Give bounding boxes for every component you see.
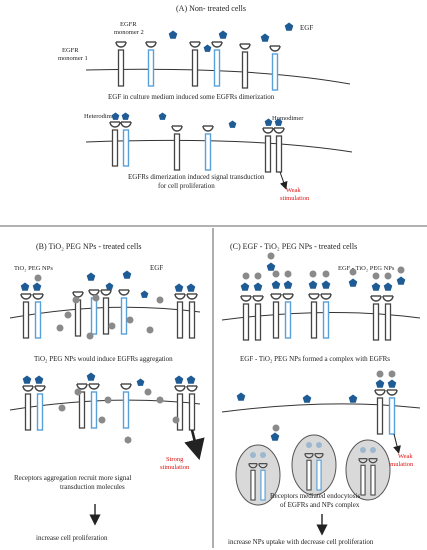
panel-c-caption-1: EGF - TiO₂ PEG NPs formed a complex with… (240, 355, 390, 363)
egfr-receptor (239, 43, 251, 89)
strong-stimulation-label: Strong (166, 456, 184, 463)
cell-membrane (85, 68, 351, 85)
panel-b: (B) TiO₂ PEG NPs - treated cells TiO₂ PE… (9, 242, 205, 542)
weak-stimulation-label: stimulation (280, 195, 310, 202)
receptor-pair (20, 282, 44, 339)
signal-arrow (393, 433, 401, 454)
signal-arrow (279, 171, 288, 190)
egf-ligand (105, 282, 114, 290)
egf-ligand (158, 112, 167, 120)
panel-b-caption-1: TiO₂ PEG NPs would induce EGFRs aggregat… (34, 355, 173, 363)
egf-label: EGF (300, 24, 313, 32)
strong-stimulation-label: stimulation (160, 464, 190, 471)
weak-stimulation-label: Weak (398, 453, 413, 460)
panel-b-title: (B) TiO₂ PEG NPs - treated cells (36, 242, 141, 251)
egf-ligand (86, 272, 96, 281)
receptor-pair (240, 295, 264, 341)
signal-arrow (184, 429, 205, 461)
homodimer (262, 118, 285, 173)
egf-ligand (168, 30, 178, 39)
egf-ligand (218, 30, 228, 39)
panel-a-caption-1: EGF in culture medium induced some EGFRs… (108, 93, 275, 101)
egf-ligand (228, 120, 237, 128)
egf-ligand (284, 22, 294, 31)
egfr-monomer-1-label: EGFR (62, 47, 79, 54)
panel-b-caption-2: transduction molecules (60, 483, 125, 491)
egfr-receptor (171, 125, 183, 171)
panel-c-title: (C) EGF - TiO₂ PEG NPs - treated cells (230, 242, 357, 251)
receptor-pair (88, 289, 112, 335)
receptor-pair (270, 293, 294, 339)
panel-a-caption-2: for cell proliferation (158, 182, 215, 190)
egf-ligand (140, 290, 149, 298)
tio2-np-label: TiO₂ PEG NPs (14, 265, 53, 272)
egfr-receptor (211, 41, 223, 87)
endocytic-vesicles (235, 434, 391, 506)
tio2-nanoparticle (272, 424, 280, 432)
heterodimer (109, 112, 132, 167)
egfr-receptor (118, 289, 130, 335)
panel-c-caption-2: Receptors mediated endocytosis (270, 492, 360, 500)
cell-membrane (221, 403, 421, 413)
egf-label: EGF (150, 264, 163, 272)
egf-ligand (122, 270, 132, 279)
egf-tio2-complex-label: EGF - TiO₂ PEG NPs (338, 265, 395, 272)
egfr-monomer-2-label: EGFR (120, 21, 137, 28)
receptor-pair (308, 293, 332, 339)
egfr-monomer-2 (145, 41, 157, 87)
egf-ligand (136, 378, 145, 386)
panel-c-caption-2: of EGFRs and NPs complex (280, 501, 360, 509)
egf-ligand (302, 394, 312, 403)
panel-c-outcome: increase NPs uptake with decrease cell p… (228, 538, 374, 546)
egfr-monomer-1-label: monomer 1 (58, 55, 88, 62)
heterodimer-label: Heterodimer (84, 113, 118, 120)
weak-stimulation-label: Weak (286, 187, 301, 194)
tio2-nanoparticles (34, 274, 164, 340)
egf-tio2-complexes (240, 252, 406, 291)
egfr-receptor (269, 45, 281, 91)
egf-ligand (260, 33, 270, 42)
egfr-monomer-2-label: monomer 2 (114, 29, 144, 36)
panel-a-caption-2: EGFRs dimerization induced signal transd… (128, 173, 265, 181)
tio2-nanoparticles (58, 388, 180, 444)
egfr-receptor (189, 41, 201, 87)
weak-stimulation-label: stimulation (384, 461, 414, 468)
homodimer-label: Homodimer (272, 115, 304, 122)
panel-b-outcome: increase cell proliferation (36, 534, 108, 542)
panel-c: (C) EGF - TiO₂ PEG NPs - treated cells E… (221, 242, 421, 546)
panel-a-title: (A) Non- treated cells (176, 4, 246, 13)
egf-ligand (236, 392, 246, 401)
egfr-receptor (120, 383, 132, 429)
egf-ligand (86, 372, 96, 381)
egf-ligand (203, 44, 212, 52)
egfr-receptor (202, 125, 214, 171)
egf-ligand (270, 432, 280, 441)
panel-a: (A) Non- treated cells EGFR monomer 2 EG… (58, 4, 353, 202)
egfr-monomer-1 (115, 41, 127, 87)
egf-ligand (348, 394, 358, 403)
panel-b-caption-2: Receptors aggregation recruit more signa… (14, 474, 131, 482)
receptor-pair (370, 295, 394, 341)
receptor-pair (22, 375, 46, 431)
receptor-pair (374, 370, 398, 435)
